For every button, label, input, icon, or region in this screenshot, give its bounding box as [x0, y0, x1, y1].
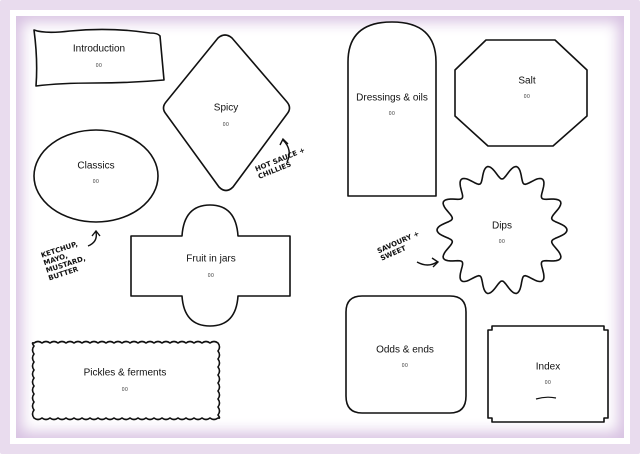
- section-odds-page: 00: [401, 363, 409, 369]
- section-fruit-page: 00: [207, 273, 215, 279]
- section-index-page: 00: [544, 380, 552, 386]
- odds-shape: [345, 295, 467, 414]
- section-dressings-title[interactable]: Dressings & oils: [356, 92, 428, 104]
- section-salt-page: 00: [523, 94, 531, 100]
- section-pickles-page: 00: [121, 387, 129, 393]
- arrow-ketchup: [87, 231, 98, 247]
- section-pickles-title[interactable]: Pickles & ferments: [83, 367, 167, 379]
- introduction-shape: [33, 28, 165, 87]
- arrow-hot-sauce: [282, 139, 290, 163]
- section-spicy-title[interactable]: Spicy: [213, 102, 239, 114]
- section-fruit-title[interactable]: Fruit in jars: [186, 253, 236, 265]
- section-introduction-page: 00: [95, 63, 103, 69]
- arrowhead-savoury: [431, 257, 440, 268]
- section-introduction-title[interactable]: Introduction: [72, 43, 126, 55]
- section-dressings-page: 00: [388, 111, 396, 117]
- section-classics-page: 00: [92, 179, 100, 185]
- section-odds-title[interactable]: Odds & ends: [376, 344, 434, 356]
- dressings-shape: [347, 21, 437, 197]
- section-dips-title[interactable]: Dips: [491, 220, 513, 232]
- index-underline: [535, 396, 557, 400]
- section-spicy-page: 00: [222, 122, 230, 128]
- section-salt-title[interactable]: Salt: [518, 75, 536, 87]
- fruit-shape: [130, 204, 291, 327]
- arrowhead-ketchup: [91, 229, 101, 237]
- dips-shape: [436, 165, 568, 295]
- classics-shape: [33, 129, 159, 223]
- salt-shape: [454, 39, 588, 147]
- index-shape: [487, 325, 609, 423]
- section-index-title[interactable]: Index: [535, 361, 561, 373]
- arrowhead-hot-sauce: [279, 137, 289, 146]
- section-classics-title[interactable]: Classics: [77, 160, 115, 172]
- section-dips-page: 00: [498, 239, 506, 245]
- spicy-shape: [162, 34, 291, 192]
- pickles-shape: [31, 340, 221, 421]
- arrow-savoury: [416, 261, 438, 266]
